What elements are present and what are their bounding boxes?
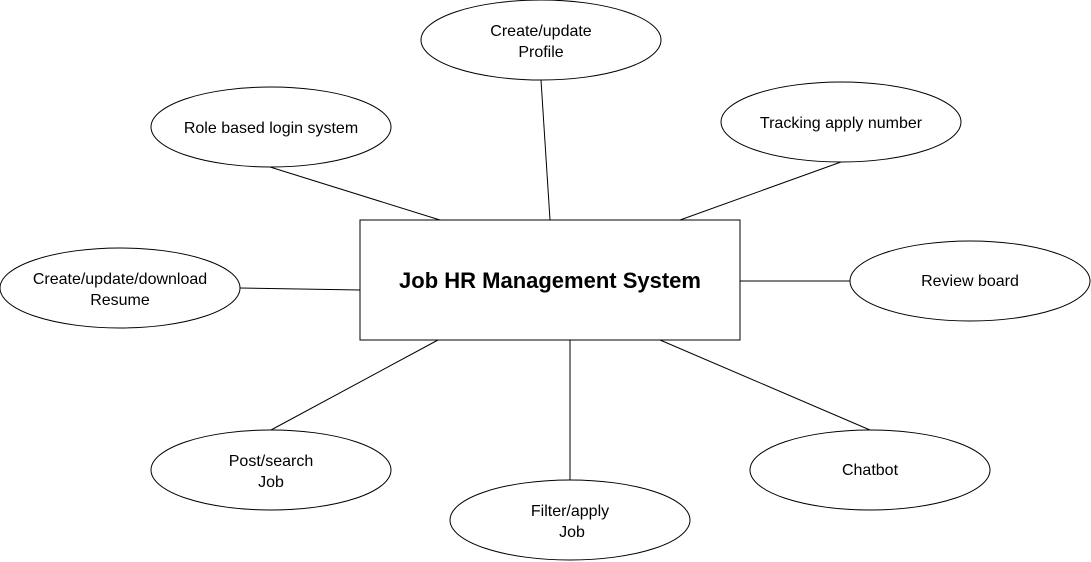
connector-chatbot	[659, 339, 871, 431]
connector-post	[270, 339, 439, 431]
node-resume-line2: Resume	[90, 292, 150, 309]
node-resume-line1: Create/update/download	[33, 271, 207, 288]
node-resume[interactable]: Create/update/download Resume	[0, 247, 241, 329]
node-filter-line2: Job	[559, 524, 585, 541]
node-tracking-label: Tracking apply number	[760, 115, 923, 132]
node-chatbot[interactable]: Chatbot	[749, 429, 991, 511]
connector-login	[269, 166, 441, 221]
connector-profile	[540, 79, 551, 221]
connector-resume	[239, 287, 361, 291]
connectors	[239, 79, 871, 480]
node-post[interactable]: Post/search Job	[150, 429, 392, 511]
node-tracking[interactable]: Tracking apply number	[720, 81, 962, 163]
node-profile[interactable]: Create/update Profile	[420, 0, 662, 81]
node-filter[interactable]: Filter/apply Job	[449, 479, 691, 561]
node-filter-line1: Filter/apply	[531, 503, 609, 520]
node-review[interactable]: Review board	[849, 240, 1091, 322]
node-post-line2: Job	[258, 474, 284, 491]
node-post-line1: Post/search	[229, 453, 313, 470]
node-profile-line1: Create/update	[490, 23, 592, 40]
center-node-label: Job HR Management System	[399, 268, 701, 293]
node-review-label: Review board	[921, 273, 1019, 290]
node-profile-line2: Profile	[518, 44, 563, 61]
node-chatbot-label: Chatbot	[842, 462, 899, 479]
center-node[interactable]: Job HR Management System	[359, 219, 741, 341]
node-login-label: Role based login system	[184, 120, 358, 137]
connector-tracking	[679, 161, 842, 221]
node-login[interactable]: Role based login system	[150, 86, 392, 168]
